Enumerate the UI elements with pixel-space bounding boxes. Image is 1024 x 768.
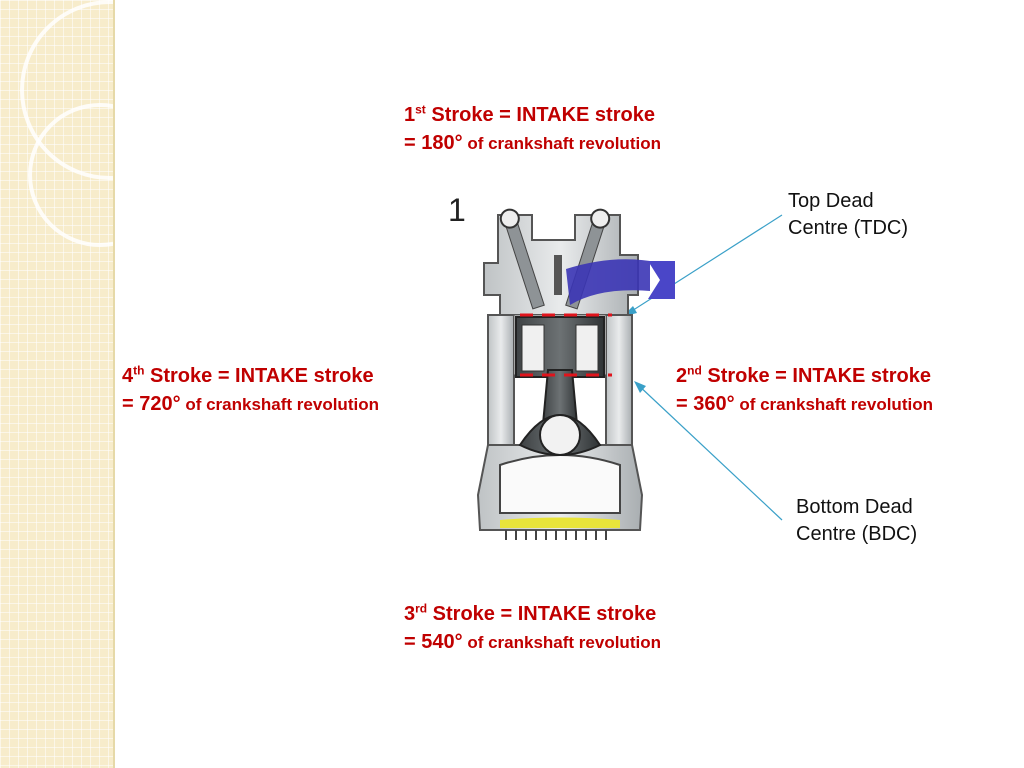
- spark-plug: [554, 255, 562, 295]
- cylinder-wall-right: [605, 314, 633, 446]
- crank-pin: [539, 414, 581, 456]
- stroke-4-label: 4th Stroke = INTAKE stroke = 720° of cra…: [122, 363, 379, 415]
- cylinder-wall-left: [487, 314, 515, 446]
- stroke-3-label: 3rd Stroke = INTAKE stroke = 540° of cra…: [404, 601, 661, 653]
- stroke-2-label: 2nd Stroke = INTAKE stroke = 360° of cra…: [676, 363, 933, 415]
- bdc-leader-arrowhead: [634, 381, 646, 393]
- engine-cross-section: [476, 208, 675, 540]
- intake-arrow-icon: [648, 261, 675, 299]
- crankcase-fins: [505, 530, 607, 540]
- intake-charge: [566, 259, 650, 305]
- bdc-leader-line: [635, 382, 783, 521]
- decorative-side-band: [0, 0, 115, 768]
- tdc-leader-line: [623, 214, 783, 317]
- intake-valve: [499, 208, 545, 310]
- oil-sump: [500, 517, 620, 528]
- decorative-rings: [20, 0, 113, 247]
- tdc-label: Top Dead Centre (TDC): [788, 190, 909, 239]
- step-number: 1: [448, 192, 466, 228]
- bdc-label: Bottom Dead Centre (BDC): [796, 496, 918, 545]
- stroke-1-label: 1st Stroke = INTAKE stroke = 180° of cra…: [404, 102, 661, 154]
